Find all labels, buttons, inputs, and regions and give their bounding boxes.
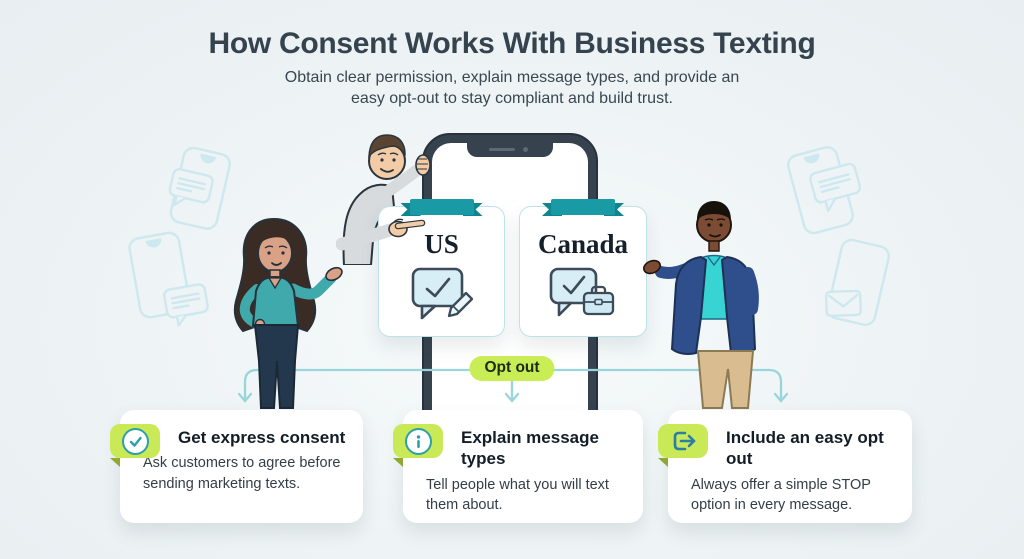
phone-speaker <box>489 148 515 151</box>
lime-tag <box>658 424 708 458</box>
step-description: Tell people what you will text them abou… <box>426 476 609 513</box>
woman-illustration <box>233 217 343 409</box>
country-label-canada: Canada <box>537 229 629 259</box>
phone-doodle-icon <box>826 238 890 326</box>
ribbon-banner <box>400 199 474 216</box>
phone-notch <box>467 143 553 157</box>
opt-out-badge: Opt out <box>469 356 555 381</box>
subtitle-line-2: easy opt-out to stay compliant and build… <box>351 90 673 107</box>
step-card-message-types: Explain message types Tell people what y… <box>393 410 643 523</box>
chat-check-briefcase-icon <box>549 267 615 317</box>
phone-doodle-icon <box>128 231 209 327</box>
envelope-icon <box>824 289 862 318</box>
step-title: Get express consent <box>178 428 346 447</box>
step-description: Always offer a simple STOP option in eve… <box>691 476 871 513</box>
page-title: How Consent Works With Business Texting <box>208 27 816 60</box>
chat-check-pencil-icon <box>411 267 473 320</box>
arrow-down-icon <box>773 392 789 403</box>
phone-doodle-icon <box>168 146 232 230</box>
step-card-express-consent: Get express consent Ask customers to agr… <box>110 410 363 523</box>
country-label-us: US <box>424 229 459 259</box>
opt-out-arrow-icon <box>673 431 696 451</box>
phone-camera <box>523 147 528 152</box>
arrow-down-icon <box>237 392 253 403</box>
step-description: Ask customers to agree before sending ma… <box>143 455 341 492</box>
info-circle-icon <box>404 427 432 455</box>
ribbon-banner <box>542 199 615 216</box>
lime-tag <box>393 424 443 458</box>
page-subtitle: Obtain clear permission, explain message… <box>0 67 1024 109</box>
phone-doodle-icon <box>787 146 862 235</box>
step-title: Include an easy opt out <box>726 428 884 469</box>
step-card-opt-out: Include an easy opt out Always offer a s… <box>658 410 912 523</box>
subtitle-line-1: Obtain clear permission, explain message… <box>284 69 740 86</box>
step-title: Explain message types <box>461 428 599 469</box>
country-card-us: US <box>378 199 505 337</box>
lime-tag <box>110 424 160 458</box>
country-card-canada: Canada <box>519 199 647 337</box>
check-circle-icon <box>121 427 149 455</box>
man-illustration <box>643 201 759 409</box>
